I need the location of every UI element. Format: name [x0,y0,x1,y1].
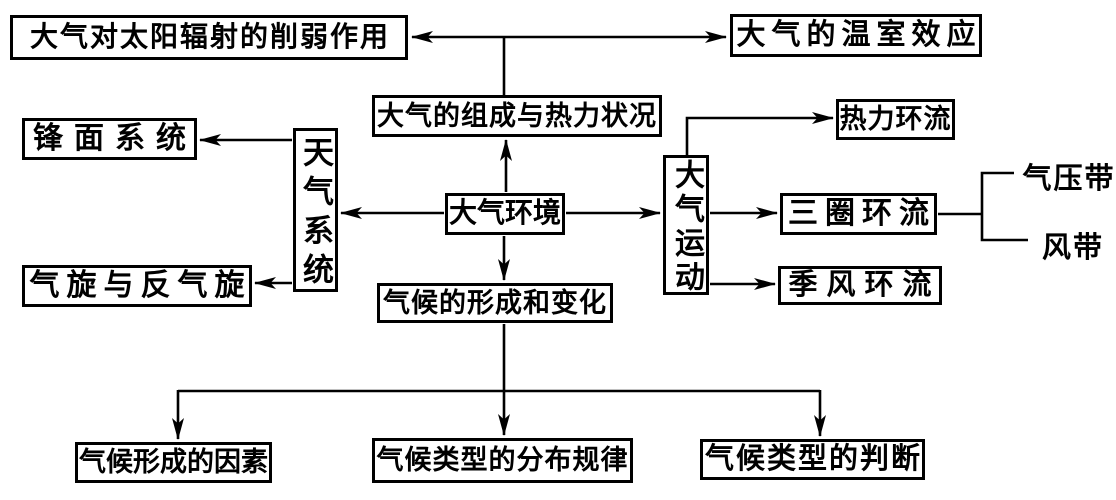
node-core: 大气环境 [445,193,565,235]
node-climate-distribution: 气候类型的分布规律 [372,438,633,483]
node-thermal-circulation: 热力环流 [836,99,955,140]
node-composition: 大气的组成与热力状况 [372,95,662,137]
node-weather-system: 天气系统 [293,128,338,292]
node-atmos-motion: 大气运动 [663,155,709,295]
label-wind-belt: 风带 [1041,231,1104,264]
label-pressure-belt: 气压带 [1022,162,1116,195]
node-climate-judgment: 气候类型的判断 [700,439,925,480]
edge-motion-thermal [685,112,834,155]
node-climate-formation-change: 气候的形成和变化 [377,283,613,323]
node-climate-factors: 气候形成的因素 [75,442,272,483]
node-monsoon-circulation: 季风环流 [778,266,942,305]
node-front-system: 锋面系统 [22,118,197,160]
node-cyclone: 气旋与反气旋 [22,265,252,307]
bracket-pressure-wind [980,171,1028,242]
node-weakening: 大气对太阳辐射的削弱作用 [10,15,408,60]
node-three-cell-circulation: 三圈环流 [780,193,937,235]
node-greenhouse: 大气的温室效应 [730,14,982,57]
